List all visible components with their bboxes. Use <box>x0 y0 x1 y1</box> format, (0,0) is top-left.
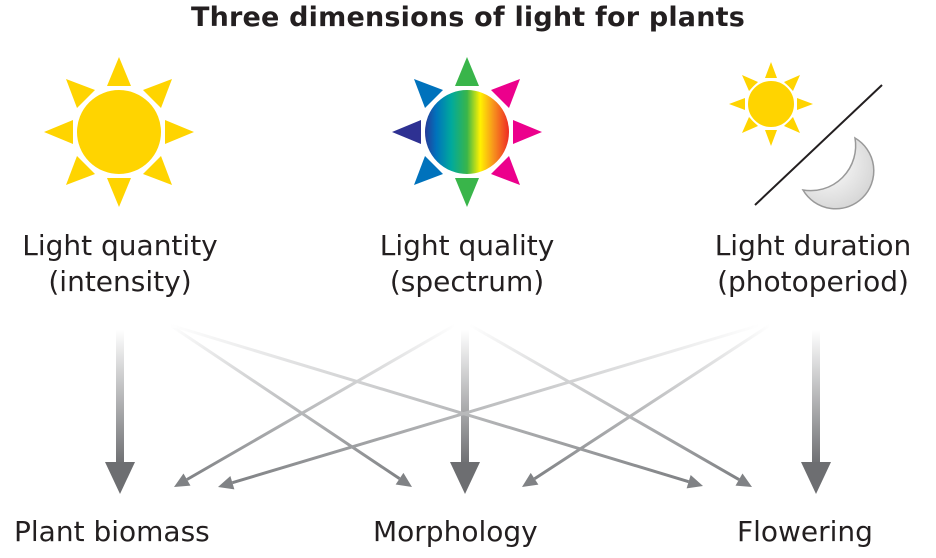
dimension-subtitle: (spectrum) <box>389 265 545 298</box>
diagonal-arrow-head <box>735 473 752 487</box>
diagonal-arrow-shaft <box>186 323 456 481</box>
arrows <box>105 330 831 494</box>
diagram-title: Three dimensions of light for plants <box>190 2 746 33</box>
dimension-label-quantity: Light quantity (intensity) <box>0 228 240 300</box>
dimension-name: Light quality <box>379 229 555 262</box>
outcome-morphology: Morphology <box>373 515 538 548</box>
dimension-name: Light quantity <box>22 229 218 262</box>
dimension-label-duration: Light duration (photoperiod) <box>690 228 936 300</box>
diagonal-arrow-head <box>174 473 191 487</box>
diagonal-arrow-head <box>218 475 235 490</box>
rainbow-sun-icon <box>392 57 542 207</box>
diagonal-arrow-head <box>395 472 412 487</box>
diagonal-arrow-shaft <box>169 323 401 480</box>
diagonal-arrow-shaft <box>231 323 761 485</box>
diagonal-arrow-head <box>686 474 703 489</box>
sun-yellow-icon <box>44 57 194 207</box>
diagonal-arrows <box>169 323 771 490</box>
outcome-flowering: Flowering <box>737 515 873 548</box>
diagonal-arrow-shaft <box>469 323 740 481</box>
diagonal-arrow-shaft <box>533 323 771 481</box>
diagonal-arrow-shaft <box>169 323 690 484</box>
diagonal-arrow-head <box>522 472 539 487</box>
dimension-label-quality: Light quality (spectrum) <box>347 228 587 300</box>
dimension-subtitle: (photoperiod) <box>717 265 909 298</box>
dimension-name: Light duration <box>714 229 912 262</box>
sun-moon-icon <box>729 62 883 210</box>
outcome-plant-biomass: Plant biomass <box>14 515 210 548</box>
dimension-subtitle: (intensity) <box>48 265 192 298</box>
